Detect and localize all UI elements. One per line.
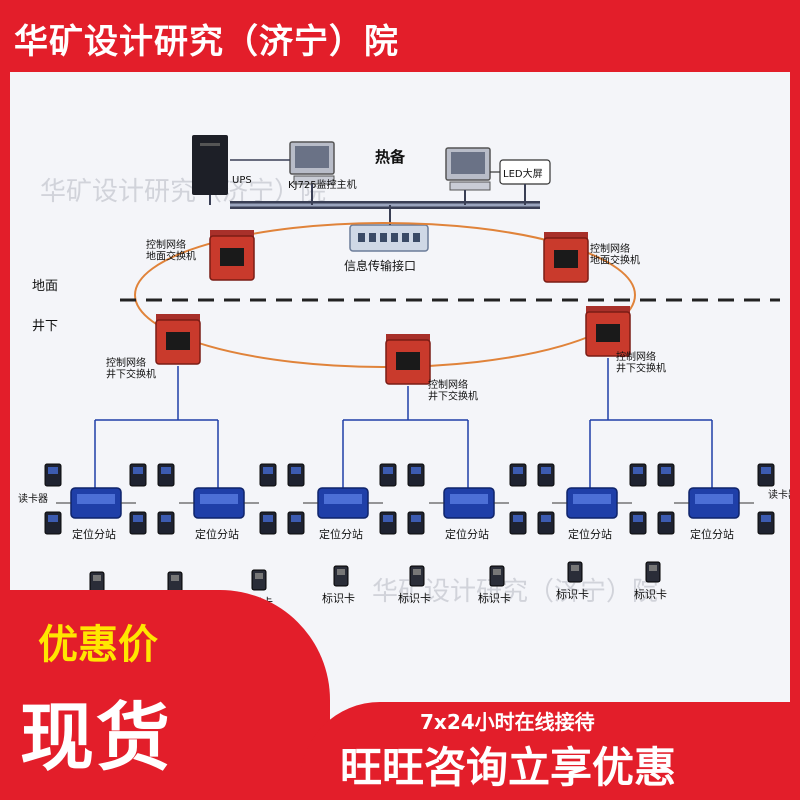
positioning-station-5-panel [573, 494, 611, 504]
positioning-station-label-5: 定位分站 [568, 527, 612, 541]
id-card-label-4: 标识卡 [322, 591, 355, 605]
led-screen-label: LED大屏 [503, 167, 543, 180]
card-reader-label-right: 读卡器 [768, 488, 790, 501]
positioning-station-label-4: 定位分站 [445, 527, 489, 541]
underground-switch-left-label: 控制网络井下交换机 [106, 356, 156, 381]
card-reader-bottom-2-screen [133, 515, 143, 522]
surface-label: 地面 [32, 279, 58, 294]
underground-switch-center-top [386, 334, 430, 342]
id-card-icon-screen-2 [171, 575, 179, 581]
underground-switch-right-label: 控制网络井下交换机 [616, 350, 666, 375]
underground-label: 井下 [32, 319, 58, 334]
card-reader-bottom-1-screen [48, 515, 58, 522]
surface-switch-left-window [220, 248, 244, 266]
surface-switch-left-top [210, 230, 254, 238]
card-reader-bottom-7-screen [411, 515, 421, 522]
positioning-station-label-6: 定位分站 [690, 527, 734, 541]
card-reader-bottom-8-screen [513, 515, 523, 522]
id-card-icon-screen-6 [493, 569, 501, 575]
in-stock-label: 现货 [20, 695, 172, 781]
positioning-station-label-1: 定位分站 [72, 527, 116, 541]
positioning-station-3-panel [324, 494, 362, 504]
card-reader-bottom-5-screen [291, 515, 301, 522]
standby-host-icon-display [451, 152, 485, 174]
card-reader-top-3-screen [161, 467, 171, 474]
id-card-label-5: 标识卡 [398, 591, 431, 605]
card-reader-top-6-screen [383, 467, 393, 474]
card-reader-bottom-12-screen [761, 515, 771, 522]
card-reader-bottom-10-screen [633, 515, 643, 522]
card-reader-top-1-screen [48, 467, 58, 474]
service-hours-label: 7x24小时在线接待 [420, 710, 595, 734]
id-card-label-7: 标识卡 [556, 587, 589, 601]
promo-right-panel [300, 702, 800, 800]
standby-host-icon-keyboard [449, 181, 491, 191]
info-interface-port [391, 233, 398, 242]
positioning-station-2-panel [200, 494, 238, 504]
id-card-icon-screen-8 [649, 565, 657, 571]
id-card-icon-screen-1 [93, 575, 101, 581]
card-reader-bottom-9-screen [541, 515, 551, 522]
positioning-station-4-panel [450, 494, 488, 504]
card-reader-top-5-screen [291, 467, 301, 474]
card-reader-top-11-screen [661, 467, 671, 474]
id-card-icon-screen-7 [571, 565, 579, 571]
info-interface-label: 信息传输接口 [344, 258, 416, 273]
surface-switch-right-top [544, 232, 588, 240]
monitor-host-label: KJ725监控主机 [288, 178, 357, 191]
underground-switch-center-label: 控制网络井下交换机 [428, 378, 478, 403]
positioning-station-1-panel [77, 494, 115, 504]
header-banner: 华矿设计研究（济宁）院 [0, 0, 800, 76]
underground-switch-center-window [396, 352, 420, 370]
promo-left-panel: 优惠价 现货 [0, 590, 330, 800]
info-interface-port [413, 233, 420, 242]
monitor-host-icon-keyboard [293, 175, 335, 185]
positioning-station-6-panel [695, 494, 733, 504]
card-reader-top-9-screen [541, 467, 551, 474]
card-reader-top-12-screen [761, 467, 771, 474]
surface-switch-right-window [554, 250, 578, 268]
underground-switch-right-top [586, 306, 630, 314]
card-reader-label-left: 读卡器 [18, 492, 48, 505]
info-interface-port [369, 233, 376, 242]
promo-area: 优惠价 现货 7x24小时在线接待 旺旺咨询立享优惠 [0, 590, 800, 800]
id-card-icon-screen-5 [413, 569, 421, 575]
banner-title: 华矿设计研究（济宁）院 [14, 22, 399, 62]
positioning-station-label-2: 定位分站 [195, 527, 239, 541]
card-reader-bottom-11-screen [661, 515, 671, 522]
card-reader-bottom-3-screen [161, 515, 171, 522]
positioning-station-label-3: 定位分站 [319, 527, 363, 541]
underground-switch-left-window [166, 332, 190, 350]
card-reader-top-10-screen [633, 467, 643, 474]
card-reader-bottom-6-screen [383, 515, 393, 522]
id-card-label-8: 标识卡 [634, 587, 667, 601]
surface-switch-right-label: 控制网络地面交换机 [590, 242, 640, 267]
hot-standby-label: 热备 [375, 148, 406, 166]
ups-label: UPS [232, 175, 252, 186]
discount-label: 优惠价 [38, 622, 158, 668]
info-interface-port [358, 233, 365, 242]
id-card-label-6: 标识卡 [478, 591, 511, 605]
surface-switch-left-label: 控制网络地面交换机 [146, 238, 196, 263]
card-reader-top-4-screen [263, 467, 273, 474]
monitor-host-icon-display [295, 146, 329, 168]
ups-icon [192, 135, 228, 195]
underground-switch-right-window [596, 324, 620, 342]
ups-icon-slot [200, 143, 220, 146]
id-card-icon-screen-3 [255, 573, 263, 579]
card-reader-top-8-screen [513, 467, 523, 474]
card-reader-top-7-screen [411, 467, 421, 474]
info-interface-port [380, 233, 387, 242]
network-ring [134, 222, 636, 368]
consult-label: 旺旺咨询立享优惠 [340, 743, 677, 792]
card-reader-bottom-4-screen [263, 515, 273, 522]
card-reader-top-2-screen [133, 467, 143, 474]
underground-switch-left-top [156, 314, 200, 322]
info-interface-port [402, 233, 409, 242]
id-card-icon-screen-4 [337, 569, 345, 575]
